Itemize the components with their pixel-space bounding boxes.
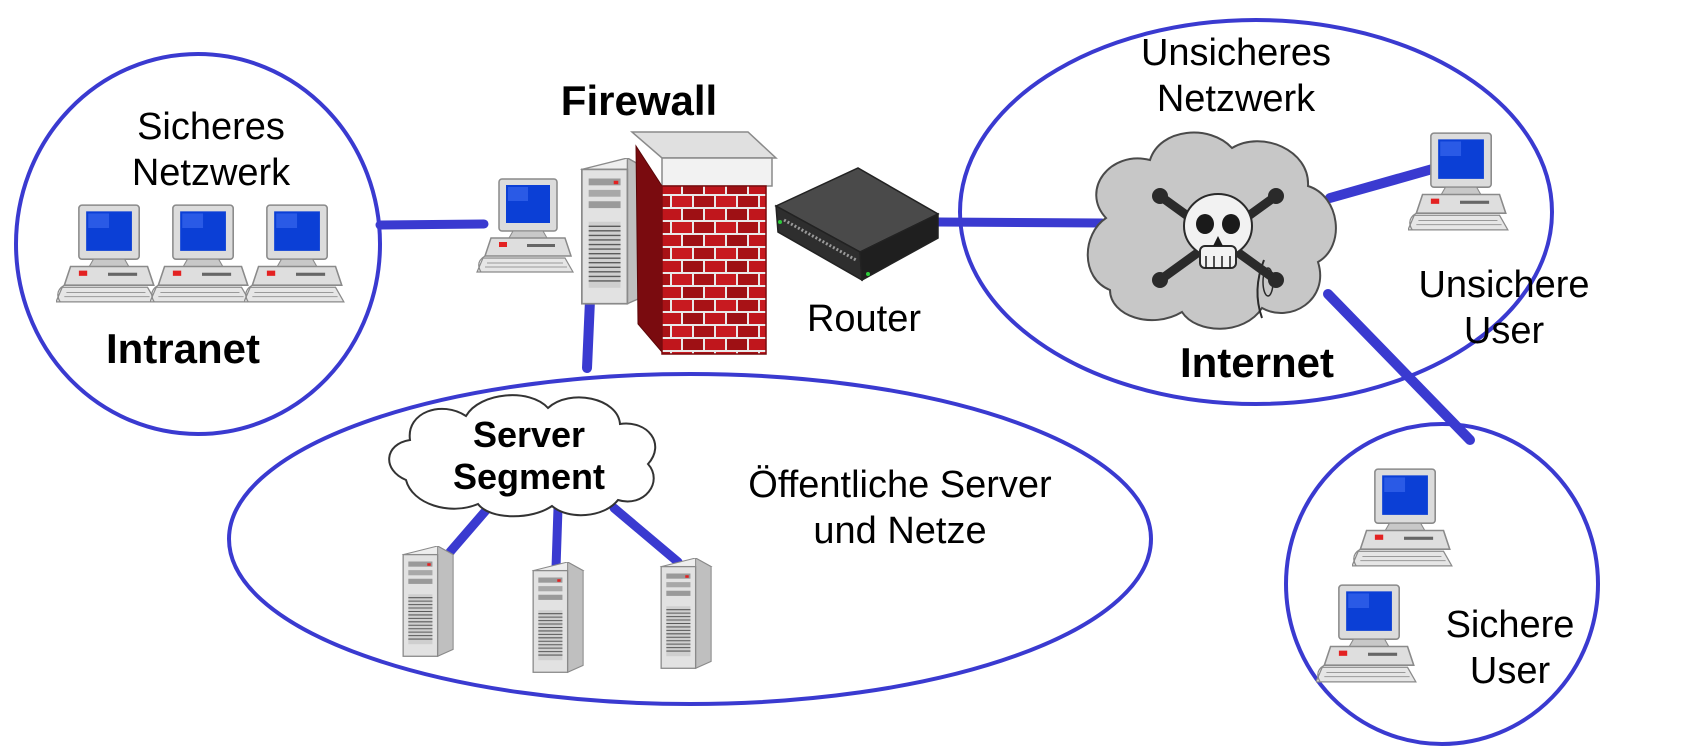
internet-desc-line2: Netzwerk [1156,78,1316,120]
workstation-icon [244,204,345,303]
workstation-icon [56,204,157,303]
unsafe-users-line2: User [1463,310,1545,352]
admin-workstation-icon [476,178,574,273]
internet-to-unsafe-user-line [1325,163,1441,203]
internet-desc-line1: Unsicheres [1140,32,1332,74]
safe-users-ellipse [1284,422,1600,746]
intranet-desc-line2: Netzwerk [131,152,291,194]
intranet-title: Intranet [105,325,260,372]
intranet-to-firewall-line [375,219,489,230]
public-server-icon [532,562,584,674]
internet-title: Internet [1179,339,1334,386]
safe-users-line2: User [1469,650,1551,692]
safe-user-workstation-icon [1316,584,1417,683]
brick-wall-icon [629,131,778,355]
safe-users-label: Sichere User [1420,602,1600,694]
public-server-icon [402,546,454,658]
safe-users-line1: Sichere [1445,604,1575,646]
segment-line1: Server [472,414,586,455]
unsafe-user-workstation-icon [1408,132,1509,231]
public-server-ellipse [227,372,1153,706]
unsafe-users-line1: Unsichere [1418,264,1590,306]
public-servers-label: Öffentliche Server und Netze [720,462,1080,554]
skull-cloud-icon [1086,131,1337,330]
intranet-desc-line1: Sicheres [137,106,285,148]
segment-to-server3-line [609,503,683,567]
segment-to-server2-line [551,503,563,573]
router-to-internet-line [933,217,1107,228]
internet-to-safe-users-line [1323,289,1475,445]
segment-line2: Segment [452,456,606,497]
server-segment-label: Server Segment [426,414,632,498]
connection-lines [375,163,1475,573]
public-servers-line1: Öffentliche Server [748,464,1052,506]
public-servers-line2: und Netze [813,510,987,552]
zone-ellipses [14,18,1600,746]
router-label: Router [806,298,922,340]
unsafe-users-label: Unsichere User [1402,262,1606,354]
workstation-icon [150,204,251,303]
intranet-workstations [56,204,345,303]
intranet-ellipse [14,52,382,436]
firewall-title: Firewall [560,77,718,124]
public-server-icon [660,558,712,670]
segment-to-server1-line [445,503,493,557]
router-icon [774,167,940,282]
intranet-description: Sicheres Netzwerk [98,104,324,196]
internet-description: Unsicheres Netzwerk [1116,30,1356,122]
internet-ellipse [958,18,1554,406]
firewall-to-segment-line [582,295,595,373]
server-segment-cloud-icon [388,394,657,518]
safe-user-workstation-icon [1352,468,1453,567]
